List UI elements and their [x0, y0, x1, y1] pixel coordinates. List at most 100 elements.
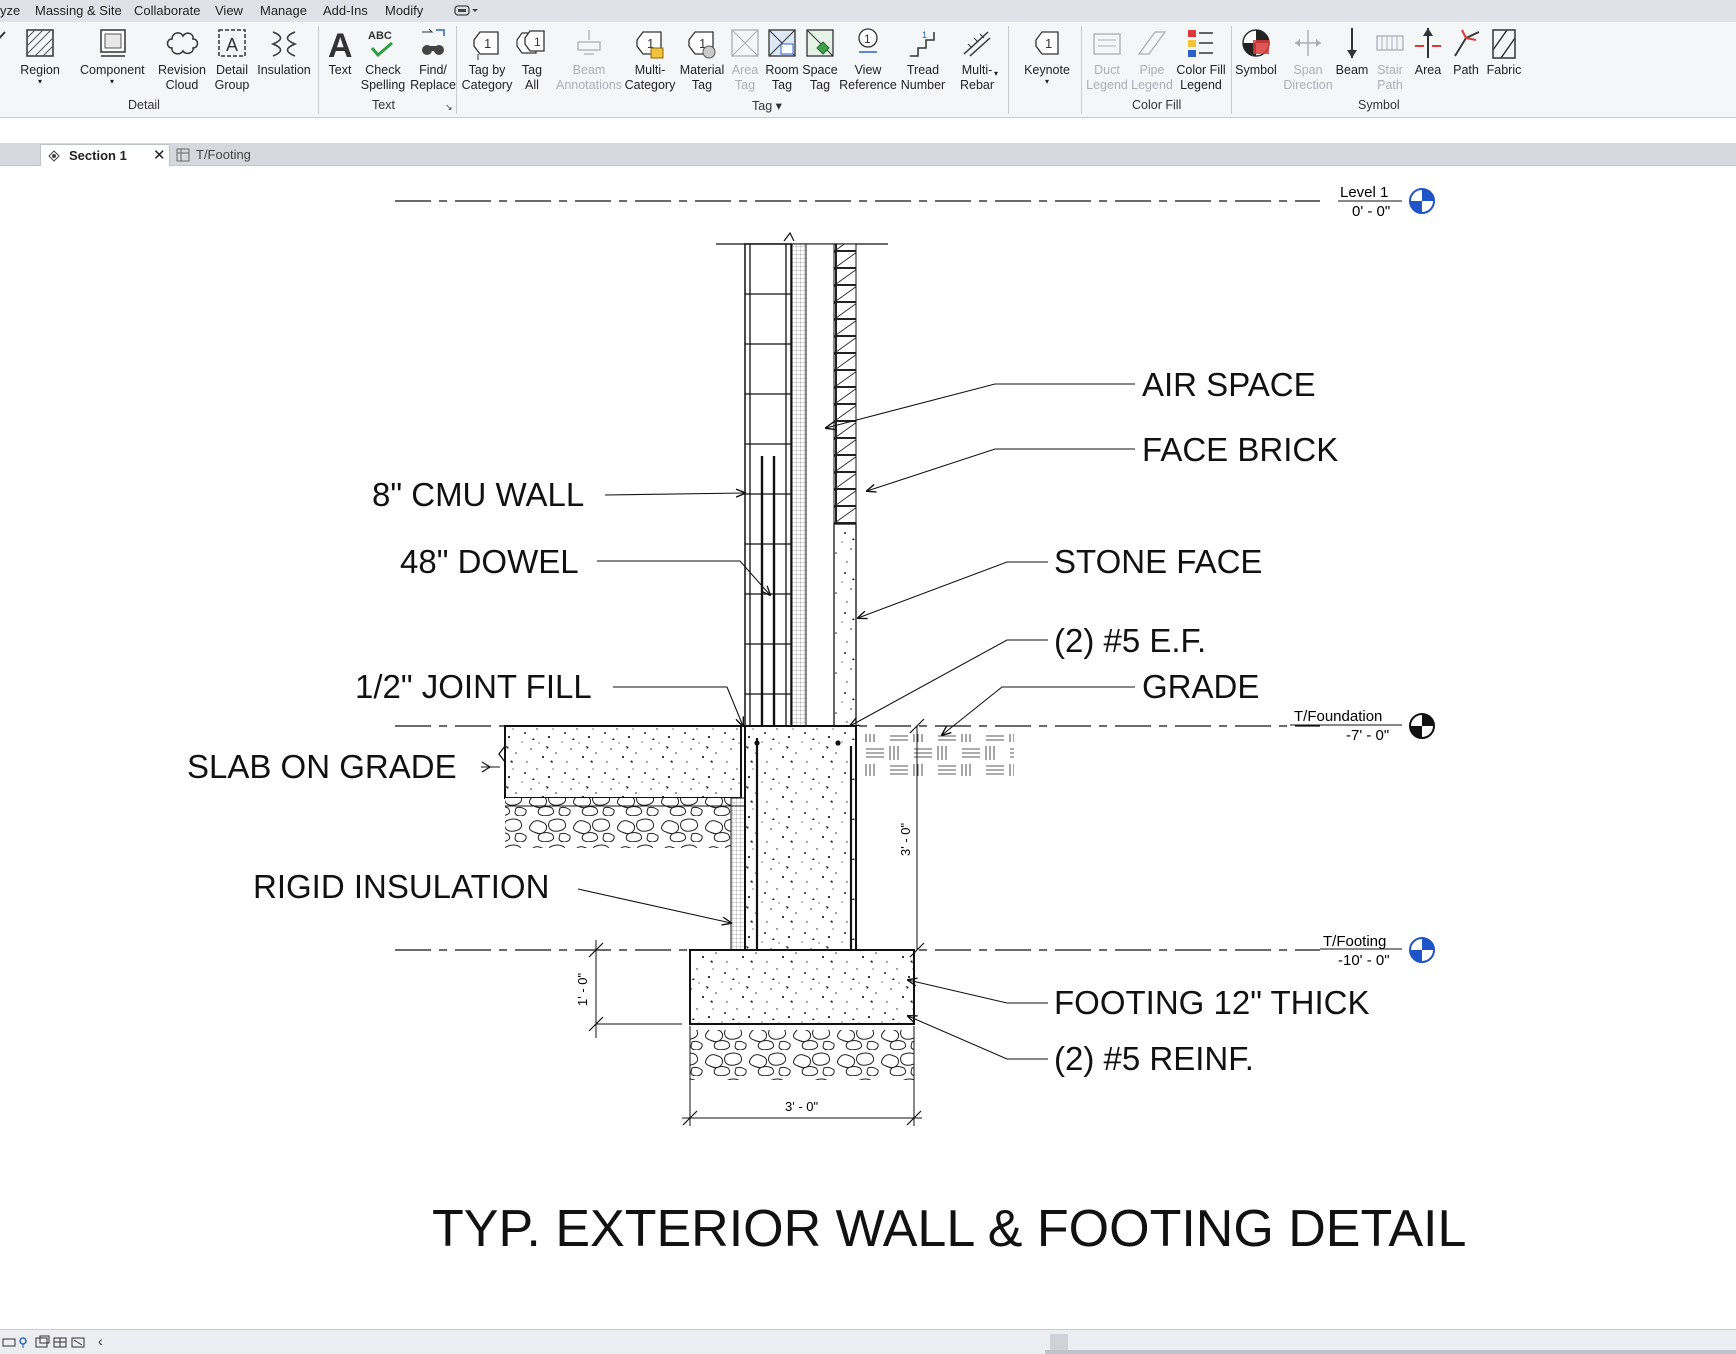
room-tag-icon — [768, 29, 796, 57]
horizontal-scrollbar[interactable] — [1045, 1350, 1736, 1354]
scroll-left-icon[interactable]: ‹ — [98, 1333, 103, 1349]
menu-view[interactable]: View — [215, 3, 243, 18]
fabric-icon — [1492, 29, 1516, 59]
level-name-level-1: Level 1 — [1340, 184, 1388, 201]
symbol-panel-label: Symbol — [1358, 98, 1400, 112]
space-tag-icon — [806, 29, 834, 57]
pipe-legend-icon — [1137, 31, 1167, 55]
level-head-t-foundation[interactable] — [1409, 713, 1435, 739]
dim-stem-height: 3' - 0" — [898, 823, 913, 856]
crop-view-icon[interactable] — [34, 1335, 50, 1349]
multi-rebar-dropdown-icon[interactable]: ▾ — [993, 69, 998, 78]
label-ef-rebar: (2) #5 E.F. — [1054, 622, 1206, 659]
component-button[interactable]: Component▾ — [80, 24, 145, 100]
scale-icon[interactable] — [2, 1335, 16, 1349]
level-head-level-1[interactable] — [1409, 188, 1435, 214]
label-cmu-wall: 8" CMU WALL — [372, 476, 584, 513]
color-fill-legend-icon — [1188, 30, 1213, 57]
tag-all-icon: 1 — [516, 30, 545, 54]
drawing-canvas[interactable]: Level 1 0' - 0" T/Foundation -7' - 0" T/… — [0, 166, 1736, 1329]
text-button[interactable]: A Text — [310, 24, 370, 100]
menu-analyze[interactable]: yze — [0, 3, 21, 18]
multi-rebar-icon — [963, 31, 991, 57]
temporary-hide-icon[interactable] — [70, 1335, 86, 1349]
text-panel-label: Text — [372, 98, 395, 112]
ribbon-spacer — [0, 118, 1736, 143]
contextual-dropdown-icon[interactable] — [453, 2, 479, 21]
tab-section-1[interactable]: Section 1 ✕ — [40, 144, 170, 166]
tag-by-category-icon: 1 — [473, 31, 499, 60]
tag-panel-label: Tag ▾ — [752, 99, 782, 113]
path-icon — [1454, 29, 1480, 57]
color-fill-panel-label: Color Fill — [1132, 98, 1182, 112]
tab-t-footing[interactable]: T/Footing — [174, 144, 294, 165]
multi-rebar-button[interactable]: Multi-Rebar — [945, 24, 1009, 100]
beam-icon — [1347, 28, 1357, 58]
level-elev-t-foundation: -7' - 0" — [1346, 727, 1389, 744]
beam-symbol-button[interactable]: Beam — [1320, 24, 1384, 100]
svg-text:ABC: ABC — [368, 30, 392, 42]
insulation-button[interactable]: Insulation — [252, 24, 316, 100]
level-elev-level-1: 0' - 0" — [1352, 203, 1390, 220]
area-symbol-icon — [1415, 28, 1441, 58]
plan-view-icon — [176, 148, 190, 162]
dim-footing-thickness: 1' - 0" — [575, 973, 590, 1006]
label-air-space: AIR SPACE — [1142, 366, 1316, 403]
show-crop-icon[interactable] — [52, 1335, 68, 1349]
tab-label: Section 1 — [69, 148, 127, 163]
symbol-button[interactable]: Symbol — [1224, 24, 1288, 100]
detail-panel-label: Detail — [128, 98, 160, 112]
area-symbol-button[interactable]: Area — [1396, 24, 1460, 100]
level-head-t-footing[interactable] — [1409, 937, 1435, 963]
menu-add-ins[interactable]: Add-Ins — [323, 3, 368, 18]
keynote-button[interactable]: 1 Keynote▾ — [1015, 24, 1079, 100]
svg-text:A: A — [328, 27, 353, 62]
horizontal-scrollbar-thumb[interactable] — [1050, 1334, 1068, 1350]
tread-number-icon: 1 — [910, 30, 935, 57]
multi-category-button[interactable]: 1 Multi-Category — [618, 24, 682, 100]
close-tab-icon[interactable]: ✕ — [153, 147, 166, 164]
span-direction-icon — [1295, 30, 1321, 56]
detail-line-button[interactable]: ile — [0, 24, 14, 100]
label-stone-face: STONE FACE — [1054, 543, 1262, 580]
region-button[interactable]: Region▾ — [8, 24, 72, 100]
menu-manage[interactable]: Manage — [260, 3, 307, 18]
menu-modify[interactable]: Modify — [385, 3, 424, 18]
label-joint-fill: 1/2" JOINT FILL — [355, 668, 592, 705]
menu-massing-site[interactable]: Massing & Site — [35, 3, 122, 18]
view-control-bar: ‹ — [0, 1329, 1736, 1354]
label-dowel: 48" DOWEL — [400, 543, 579, 580]
menu-collaborate[interactable]: Collaborate — [134, 3, 201, 18]
view-tab-bar: Section 1 ✕ T/Footing — [0, 143, 1736, 166]
visual-style-icon[interactable] — [16, 1335, 30, 1349]
dim-footing-width: 3' - 0" — [785, 1099, 818, 1114]
fabric-button[interactable]: Fabric — [1472, 24, 1536, 100]
svg-text:1: 1 — [699, 36, 706, 51]
detail-title: TYP. EXTERIOR WALL & FOOTING DETAIL — [432, 1200, 1466, 1258]
svg-text:1: 1 — [484, 36, 491, 51]
find-replace-button[interactable]: Find/Replace — [402, 24, 464, 100]
text-panel-launcher-icon[interactable]: ↘ — [445, 102, 453, 112]
revision-cloud-icon — [166, 32, 199, 55]
stair-path-icon — [1376, 35, 1404, 51]
path-button[interactable]: Path — [1434, 24, 1498, 100]
level-name-t-footing: T/Footing — [1323, 933, 1386, 950]
